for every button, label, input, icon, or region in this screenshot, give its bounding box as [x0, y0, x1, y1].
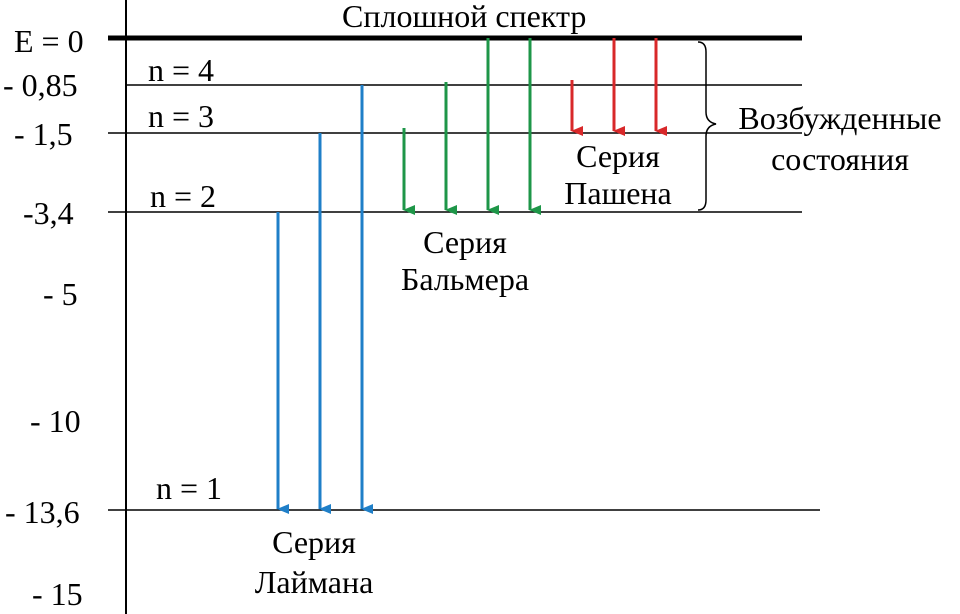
energy-tick-label: - 13,6	[5, 494, 80, 530]
energy-tick-label: - 5	[43, 276, 78, 312]
paschen-series-label-line1: Серия	[576, 138, 660, 174]
excited-states-brace	[697, 41, 717, 211]
level-label-n1: n = 1	[156, 470, 223, 506]
energy-tick-label: - 1,5	[14, 116, 73, 152]
level-label-n2: n = 2	[150, 178, 217, 214]
balmer-series-label-line1: Серия	[423, 224, 507, 260]
paschen-series-label-line2: Пашена	[564, 175, 672, 211]
energy-tick-label: -3,4	[23, 195, 74, 231]
energy-tick-label: - 10	[30, 403, 81, 439]
lyman-series-label-line2: Лаймана	[254, 564, 374, 600]
energy-tick-label: - 15	[32, 576, 83, 612]
energy-tick-label: - 0,85	[3, 67, 78, 103]
level-label-n3: n = 3	[148, 98, 215, 134]
continuum-title: Сплошной спектр	[342, 0, 587, 34]
energy-tick-label: E = 0	[14, 23, 84, 59]
level-label-n4: n = 4	[148, 52, 215, 88]
excited-states-label-line2: состояния	[771, 141, 909, 177]
balmer-series-label-line2: Бальмера	[400, 261, 530, 297]
lyman-series-label-line1: Серия	[272, 524, 356, 560]
excited-states-label-line1: Возбужденные	[738, 100, 942, 136]
